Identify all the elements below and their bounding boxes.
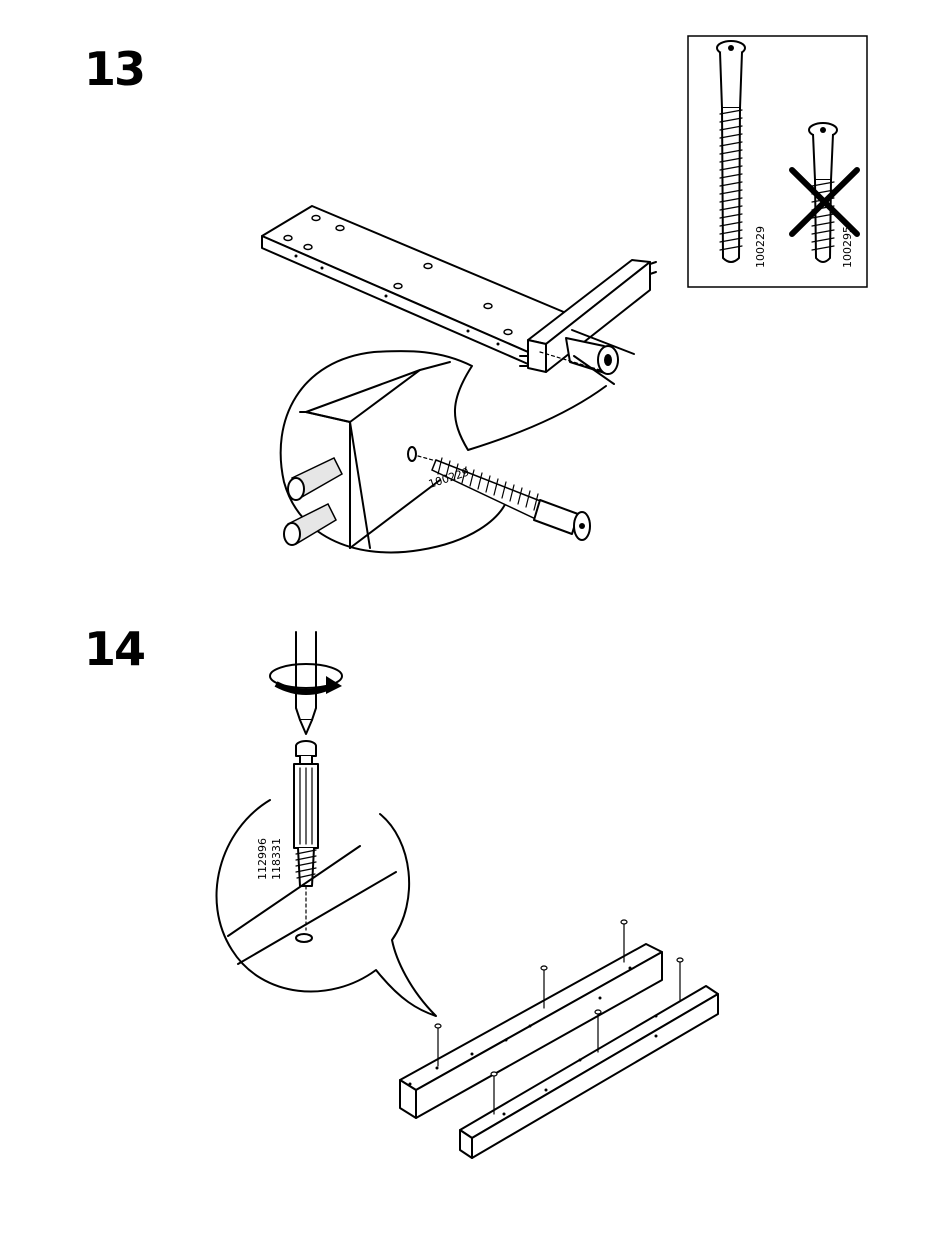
- part-label-112996: 112996: [256, 838, 269, 880]
- rails-14: [400, 920, 718, 1158]
- wrong-screw-label: 100295: [841, 226, 854, 268]
- part-label-118331: 118331: [270, 838, 283, 880]
- cam-bolt-icon: [294, 741, 318, 930]
- detail-bubble-13: 100229: [281, 351, 606, 552]
- rotate-arrow-icon: [270, 664, 342, 694]
- screw-comparison-inset: 100229 100295: [688, 36, 867, 287]
- screwdriver-icon: [296, 632, 316, 734]
- panel-assembly-13: [262, 206, 656, 384]
- correct-screw-label: 100229: [754, 226, 767, 268]
- detail-bubble-14: [217, 800, 436, 1016]
